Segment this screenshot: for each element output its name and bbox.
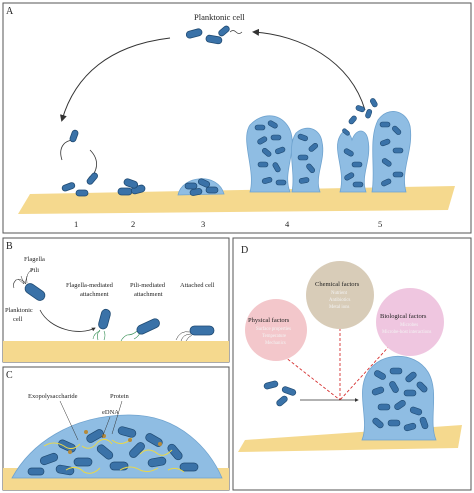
factor-dashed-lines [275, 328, 394, 401]
chemical-factors-circle [306, 261, 374, 329]
attached-cell [175, 325, 215, 342]
planktonic-cell-title: Planktonic cell [194, 12, 245, 22]
pili-mediated-label-2: attachment [134, 291, 163, 298]
biological-item-2: Microbe-host interactions [382, 330, 432, 335]
planktonic-label-1: Planktonic [5, 307, 33, 314]
stage-label-5: 5 [378, 219, 382, 229]
edna-label: eDNA [102, 409, 119, 416]
stage-label-1: 1 [74, 219, 78, 229]
stage-2 [117, 178, 146, 196]
physical-item-1: Surface properties [256, 327, 291, 332]
protein-dots [68, 430, 162, 454]
stage-1 [60, 129, 98, 197]
flagella-label: Flagella [24, 256, 45, 263]
chemical-factors-title: Chemical factors [315, 281, 360, 288]
biological-item-1: Microbes [400, 323, 418, 328]
physical-factors-title: Physical factors [248, 317, 290, 324]
eps-matrix [11, 414, 223, 479]
protein-label: Protein [110, 393, 130, 400]
cycle-arrow-right [252, 28, 366, 111]
panel-d: D Chemical factors Nutrient Antibiotics … [232, 237, 472, 491]
pili-mediated-cell [120, 318, 160, 342]
embedded-bacteria [27, 426, 199, 476]
planktonic-cell-b [13, 268, 46, 301]
planktonic-cells-top [185, 25, 243, 45]
panel-c-letter: C [6, 370, 13, 381]
flagella-mediated-label-2: attachment [80, 291, 109, 298]
panel-a-letter: A [6, 6, 14, 17]
chemical-item-2: Antibiotics [329, 298, 350, 303]
panel-a: A Planktonic cell [2, 2, 472, 234]
panel-d-letter: D [241, 245, 248, 256]
exopolysaccharide-label: Exopolysaccharide [28, 393, 78, 400]
biological-factors-circle [376, 288, 444, 356]
pili-label: Pili [30, 267, 39, 274]
panel-c: C [2, 366, 230, 491]
planktonic-cells-d [263, 380, 297, 407]
exopolysaccharide-strands [43, 437, 185, 474]
physical-item-3: Mechanics [265, 341, 286, 346]
biological-factors-title: Biological factors [380, 313, 427, 320]
pili-mediated-label-1: Pili-mediated [130, 282, 166, 289]
surface-b [3, 341, 229, 362]
cycle-arrow-left [60, 37, 171, 122]
stage-3 [177, 178, 225, 196]
biofilm-d-bacteria [371, 367, 429, 432]
stage-label-4: 4 [285, 219, 290, 229]
stage-label-3: 3 [201, 219, 205, 229]
flagella-mediated-label-1: Flagella-mediated [66, 282, 114, 289]
attachment-arrow [39, 309, 96, 332]
physical-item-2: Temperature [262, 334, 286, 339]
stage-4 [246, 115, 324, 193]
chemical-item-1: Nutrient [331, 291, 348, 296]
panel-b-letter: B [6, 241, 13, 252]
flagella-mediated-cell [92, 308, 111, 341]
planktonic-label-2: cell [13, 316, 23, 323]
physical-factors-circle [245, 299, 307, 361]
attached-cell-label: Attached cell [180, 282, 215, 289]
stage-label-2: 2 [131, 219, 135, 229]
stage-5 [337, 98, 412, 193]
panel-b: B Flagella Pili Planktonic cell Flagella… [2, 237, 230, 363]
chemical-item-3: Metal ions [329, 305, 350, 310]
